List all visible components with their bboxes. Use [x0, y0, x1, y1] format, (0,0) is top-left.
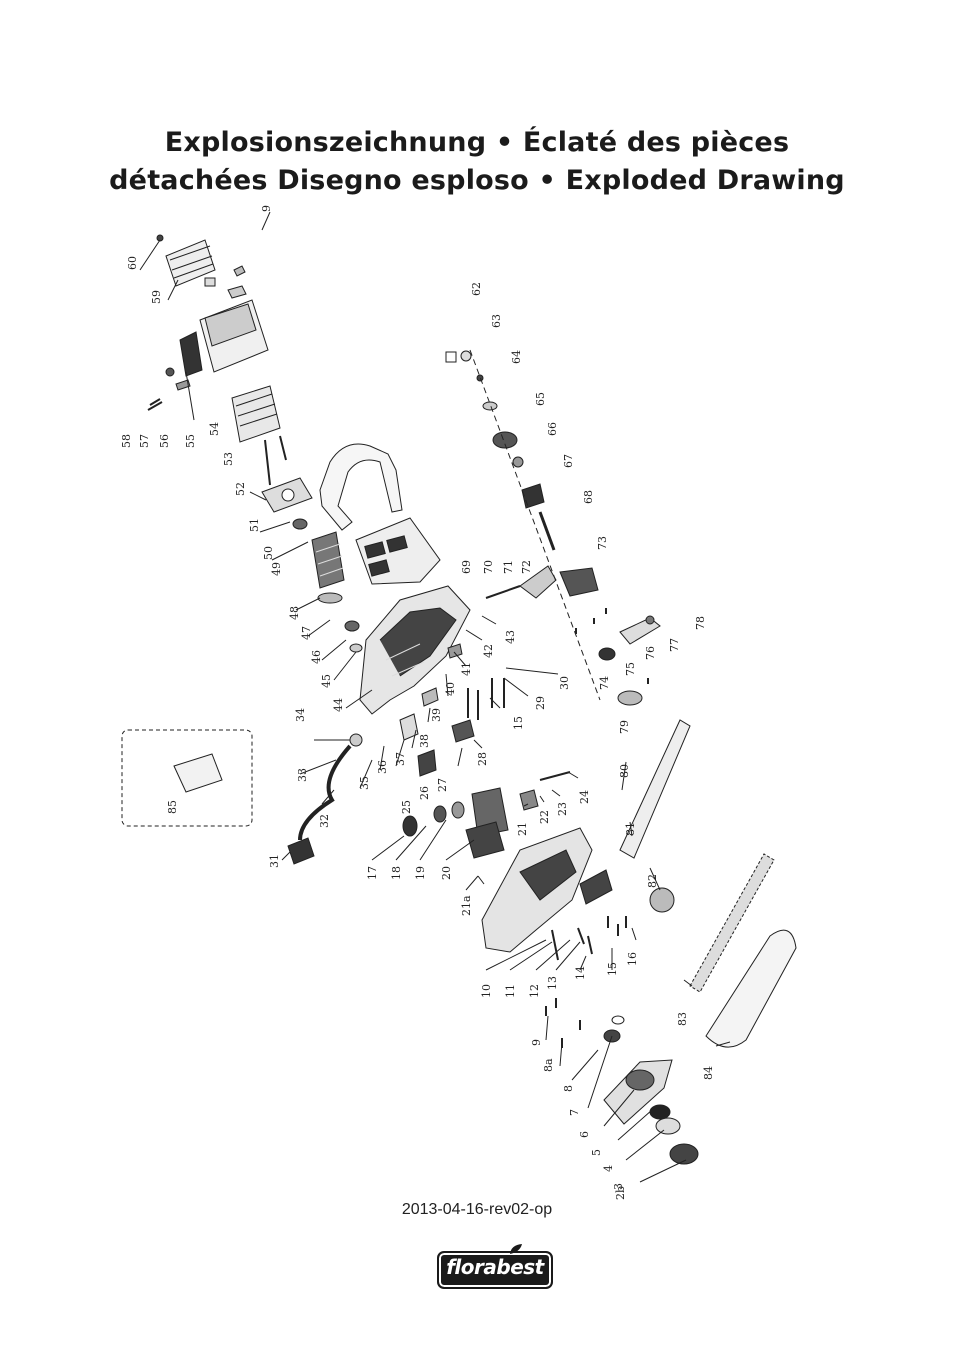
- part-number-label: 13: [546, 976, 559, 990]
- part-number-label: 4: [602, 1165, 615, 1172]
- part-number-label: 29: [534, 696, 547, 710]
- part-number-label: 15: [512, 716, 525, 730]
- leaf-icon: [510, 1244, 522, 1254]
- part-number-label: 69: [460, 560, 473, 574]
- part-number-label: 21a: [460, 895, 473, 916]
- part-number-label: 58: [120, 434, 133, 448]
- part-number-label: 26: [418, 786, 431, 800]
- part-number-label: 22: [538, 810, 551, 824]
- part-number-label: 73: [596, 536, 609, 550]
- part-number-label: 36: [376, 760, 389, 774]
- part-number-label: 37: [394, 752, 407, 766]
- part-number-label: 25: [400, 800, 413, 814]
- part-number-label: 15: [606, 962, 619, 976]
- exploded-drawing: 6059958575655545352515049484746454434333…: [120, 205, 797, 1200]
- part-number-label: 8a: [542, 1058, 555, 1072]
- part-number-label: 41: [460, 662, 473, 676]
- part-number-label: 50: [262, 546, 275, 560]
- part-number-label: 24: [578, 790, 591, 804]
- revision-code: 2013-04-16-rev02-op: [401, 1201, 553, 1218]
- part-number-label: 59: [150, 290, 163, 304]
- part-number-label: 62: [470, 282, 483, 296]
- part-number-label: 34: [294, 708, 307, 722]
- title-line-2: détachées Disegno esploso • Exploded Dra…: [109, 165, 845, 196]
- part-number-label: 28: [476, 752, 489, 766]
- part-number-label: 57: [138, 434, 151, 448]
- part-number-label: 55: [184, 434, 197, 448]
- part-number-label: 42: [482, 644, 495, 658]
- part-number-label: 63: [490, 314, 503, 328]
- part-number-label: 85: [166, 800, 179, 814]
- part-number-label: 30: [558, 676, 571, 690]
- part-number-label: 76: [644, 646, 657, 660]
- part-number-label: 19: [414, 866, 427, 880]
- part-number-label: 21: [516, 822, 529, 836]
- part-number-label: 33: [296, 768, 309, 782]
- part-number-label: 8: [562, 1085, 575, 1092]
- part-number-label: 80: [618, 764, 631, 778]
- part-number-label: 64: [510, 350, 523, 364]
- part-number-label: 32: [318, 814, 331, 828]
- part-number-label: 2b: [614, 1186, 627, 1200]
- part-number-label: 72: [520, 560, 533, 574]
- part-number-label: 18: [390, 866, 403, 880]
- part-number-label: 43: [504, 630, 517, 644]
- part-number-label: 44: [332, 698, 345, 712]
- part-number-label: 9: [260, 205, 273, 212]
- page-title: Explosionszeichnung • Éclaté des pièces …: [0, 124, 954, 200]
- part-number-label: 23: [556, 802, 569, 816]
- part-number-label: 17: [366, 866, 379, 880]
- part-number-label: 3: [612, 1183, 625, 1190]
- part-number-label: 20: [440, 866, 453, 880]
- part-number-label: 47: [300, 626, 313, 640]
- logo-wordmark: florabest: [446, 1255, 544, 1279]
- part-number-label: 83: [676, 1012, 689, 1026]
- part-number-label: 5: [590, 1149, 603, 1156]
- part-number-label: 16: [626, 952, 639, 966]
- part-number-label: 67: [562, 454, 575, 468]
- florabest-logo: florabest: [437, 1243, 553, 1289]
- part-number-label: 77: [668, 638, 681, 652]
- part-number-label: 53: [222, 452, 235, 466]
- part-number-label: 78: [694, 616, 707, 630]
- part-number-label: 11: [504, 984, 517, 998]
- part-number-label: 84: [702, 1066, 715, 1080]
- part-number-label: 68: [582, 490, 595, 504]
- part-number-label: 82: [646, 874, 659, 888]
- part-number-label: 66: [546, 422, 559, 436]
- part-number-label: 45: [320, 674, 333, 688]
- part-number-label: 27: [436, 778, 449, 792]
- part-number-label: 9: [530, 1039, 543, 1046]
- part-number-label: 7: [568, 1109, 581, 1116]
- part-number-label: 35: [358, 776, 371, 790]
- part-number-label: 49: [270, 562, 283, 576]
- part-number-label: 75: [624, 662, 637, 676]
- title-line-1: Explosionszeichnung • Éclaté des pièces: [164, 127, 790, 158]
- part-number-label: 51: [248, 518, 261, 532]
- part-number-label: 81: [624, 822, 637, 836]
- part-number-label: 56: [158, 434, 171, 448]
- part-number-label: 65: [534, 392, 547, 406]
- part-number-label: 70: [482, 560, 495, 574]
- part-number-label: 79: [618, 720, 631, 734]
- part-number-label: 60: [126, 256, 139, 270]
- part-number-label: 14: [574, 966, 587, 980]
- part-number-label: 6: [578, 1131, 591, 1138]
- part-number-label: 46: [310, 650, 323, 664]
- part-number-label: 10: [480, 984, 493, 998]
- part-number-label: 31: [268, 854, 281, 868]
- part-number-label: 38: [418, 734, 431, 748]
- part-number-label: 74: [598, 676, 611, 690]
- part-number-label: 71: [502, 560, 515, 574]
- part-number-label: 52: [234, 482, 247, 496]
- logo-badge: [437, 1251, 553, 1289]
- part-number-label: 48: [288, 606, 301, 620]
- part-number-label: 40: [444, 682, 457, 696]
- part-number-label: 12: [528, 984, 541, 998]
- part-number-label: 39: [430, 708, 443, 722]
- part-number-label: 54: [208, 422, 221, 436]
